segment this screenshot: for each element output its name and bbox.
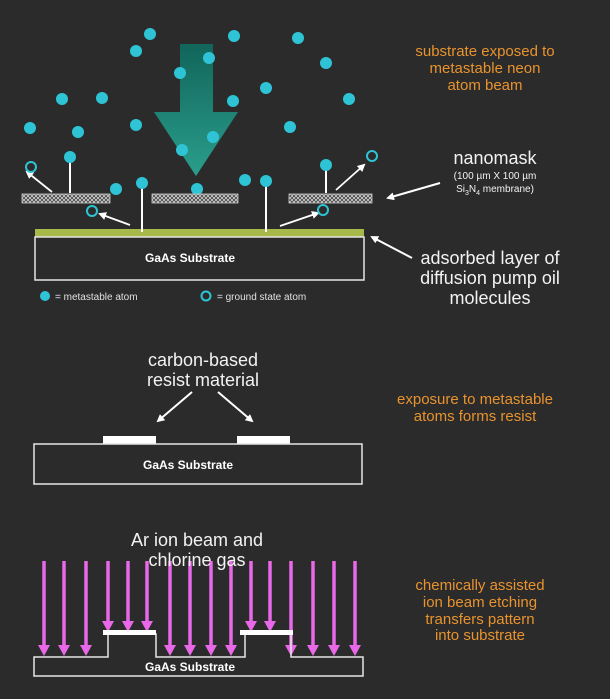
metastable-atom xyxy=(260,175,272,187)
legend: = metastable atom = ground state atom xyxy=(40,290,306,303)
nanomask-segment-middle xyxy=(151,193,239,204)
ion-arrow xyxy=(184,561,196,656)
nanomask-segment-left xyxy=(21,193,111,204)
metastable-atom xyxy=(96,92,108,104)
nanomask xyxy=(21,193,373,204)
ground-state-atom xyxy=(86,205,98,217)
substrate-2-label: GaAs Substrate xyxy=(143,458,233,472)
metastable-atom xyxy=(191,183,203,195)
panel3-caption-line-1: chemically assisted xyxy=(415,577,545,594)
resist-block-left xyxy=(103,436,156,444)
metastable-atom xyxy=(239,174,251,186)
resist-remnant-left xyxy=(103,630,156,635)
legend-metastable-marker xyxy=(40,291,50,301)
ground-state-atom xyxy=(317,204,329,216)
panel1-caption-line-2: metastable neon xyxy=(429,59,541,77)
ion-beam-label: Ar ion beam and chlorine gas xyxy=(112,530,282,570)
panel3-caption-line-4: into substrate xyxy=(434,627,526,645)
ion-arrow xyxy=(264,561,276,632)
ion-beam-label-line-2: chlorine gas xyxy=(148,550,246,571)
metastable-atom xyxy=(64,151,76,163)
atom-trajectories xyxy=(25,160,441,259)
legend-ground-marker xyxy=(200,290,212,302)
metastable-atom xyxy=(284,121,296,133)
metastable-atom xyxy=(320,159,332,171)
oil-layer xyxy=(35,229,364,237)
resist-label-line-1: carbon-based xyxy=(147,350,259,370)
ground-state-atom xyxy=(366,150,378,162)
metastable-atom xyxy=(320,57,332,69)
substrate-2 xyxy=(33,443,363,485)
ground-state-atom xyxy=(25,161,37,173)
ion-beam-label-line-1: Ar ion beam and xyxy=(130,530,264,550)
oil-layer-label: adsorbed layer of diffusion pump oil mol… xyxy=(400,248,580,308)
resist-label-line-2: resist material xyxy=(146,370,260,391)
panel3-caption-line-3: transfers pattern xyxy=(425,610,535,628)
resist-label: carbon-based resist material xyxy=(118,350,288,390)
metastable-atom xyxy=(227,95,239,107)
metastable-atom xyxy=(207,131,219,143)
ion-arrow xyxy=(245,561,257,632)
atom-beam-arrow xyxy=(154,44,238,176)
ion-beam-arrows xyxy=(38,561,361,656)
ion-arrow xyxy=(328,561,340,656)
resist-block-right xyxy=(237,436,290,444)
metastable-atom xyxy=(174,67,186,79)
nanomask-detail: (100 µm X 100 µm Si3N4 membrane) xyxy=(425,170,565,198)
ion-arrow xyxy=(102,561,114,632)
ion-arrow xyxy=(122,561,134,632)
metastable-atom xyxy=(56,93,68,105)
ion-arrow xyxy=(307,561,319,656)
ion-arrow xyxy=(164,561,176,656)
panel1-caption-line-3: atom beam xyxy=(447,76,523,94)
oil-label-line-1: adsorbed layer of xyxy=(420,248,560,268)
panel2-caption: exposure to metastable atoms forms resis… xyxy=(360,391,590,426)
panel1-caption-line-1: substrate exposed to xyxy=(415,43,555,60)
panel3-caption-line-2: ion beam etching xyxy=(422,593,538,611)
resist-arrows xyxy=(156,391,254,423)
substrate-1-label: GaAs Substrate xyxy=(145,251,235,265)
nanomask-segment-right xyxy=(288,193,373,204)
nanomask-detail-line-2: Si3N4 membrane) xyxy=(456,184,534,197)
metastable-atom xyxy=(260,82,272,94)
nanomask-detail-line-1: (100 µm X 100 µm xyxy=(453,171,537,182)
nanomask-label: nanomask xyxy=(453,148,537,168)
metastable-atoms-cloud xyxy=(24,28,355,195)
trajectory-atoms xyxy=(25,150,378,217)
metastable-atom xyxy=(176,144,188,156)
metastable-atom xyxy=(130,45,142,57)
metastable-atom xyxy=(343,93,355,105)
metastable-atom xyxy=(24,122,36,134)
ion-arrow xyxy=(349,561,361,656)
ion-arrow xyxy=(141,561,153,632)
substrate-3-label: GaAs Substrate xyxy=(145,660,235,674)
legend-ground-label: = ground state atom xyxy=(217,292,306,303)
ion-arrow xyxy=(80,561,92,656)
metastable-atom xyxy=(72,126,84,138)
resist-remnant-right xyxy=(240,630,293,635)
ion-arrow xyxy=(58,561,70,656)
panel2-caption-line-1: exposure to metastable xyxy=(397,391,553,408)
ion-arrow xyxy=(205,561,217,656)
ion-arrow xyxy=(225,561,237,656)
metastable-atom xyxy=(136,177,148,189)
metastable-atom xyxy=(203,52,215,64)
metastable-atom xyxy=(130,119,142,131)
metastable-atom xyxy=(144,28,156,40)
ion-arrow xyxy=(38,561,50,656)
metastable-atom xyxy=(292,32,304,44)
oil-label-line-2: diffusion pump oil xyxy=(420,268,560,289)
oil-label-line-3: molecules xyxy=(449,288,531,309)
metastable-atom xyxy=(110,183,122,195)
panel2-caption-line-2: atoms forms resist xyxy=(413,407,537,425)
panel1-caption: substrate exposed to metastable neon ato… xyxy=(370,43,600,94)
metastable-atom xyxy=(228,30,240,42)
legend-metastable-label: = metastable atom xyxy=(55,292,138,303)
panel3-caption: chemically assisted ion beam etching tra… xyxy=(380,577,580,645)
substrate-1 xyxy=(34,236,365,281)
